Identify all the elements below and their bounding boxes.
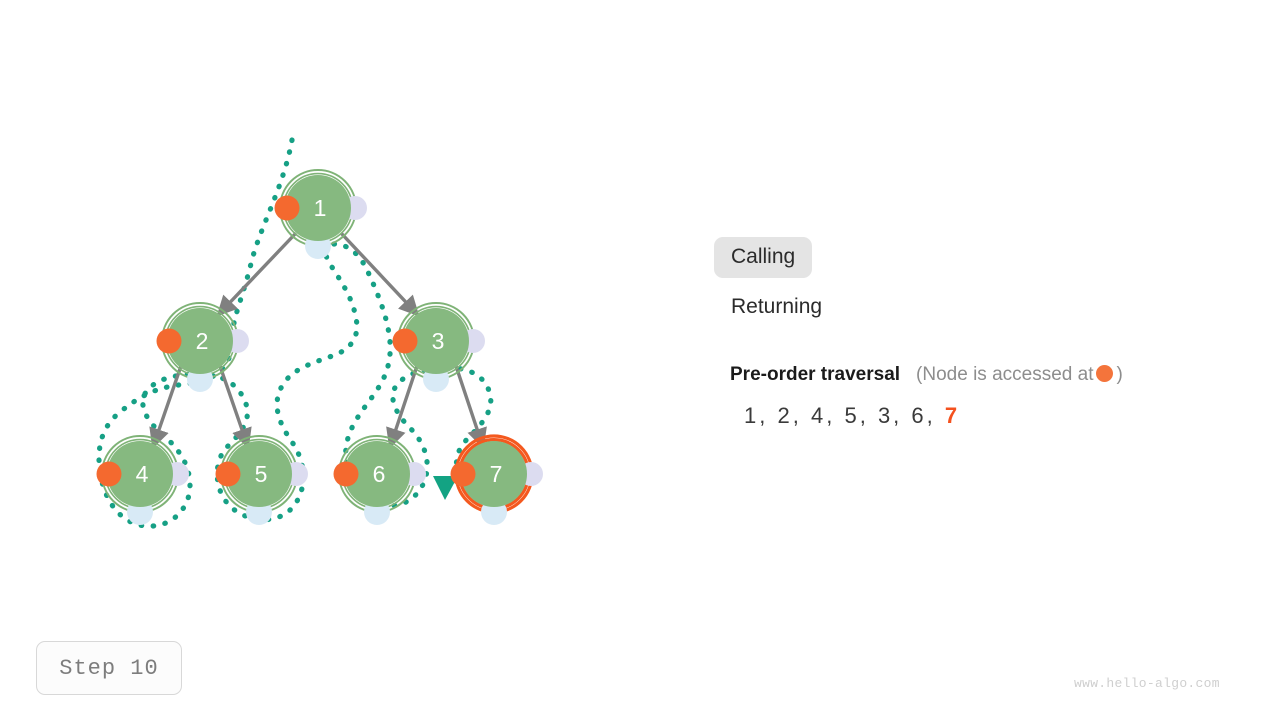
tree-node-2[interactable]: 2 bbox=[156, 302, 250, 392]
legend-row-returning: Returning bbox=[714, 282, 1274, 332]
legend-row-calling: Calling bbox=[714, 232, 1274, 282]
sequence-item: 6, bbox=[911, 403, 936, 428]
node-label: 5 bbox=[255, 461, 268, 487]
node-access-dot bbox=[215, 461, 241, 487]
legend-panel: Calling Returning bbox=[714, 232, 1274, 332]
node-body[interactable] bbox=[285, 175, 351, 241]
step-badge[interactable]: Step 10 bbox=[36, 641, 182, 695]
tree-node-6[interactable]: 6 bbox=[333, 435, 427, 525]
node-access-dot bbox=[392, 328, 418, 354]
node-body[interactable] bbox=[167, 308, 233, 374]
node-body[interactable] bbox=[461, 441, 527, 507]
edge-2-4 bbox=[149, 365, 183, 449]
node-label: 4 bbox=[136, 461, 149, 487]
traversal-info: Pre-order traversal (Node is accessed at… bbox=[730, 364, 1280, 429]
node-body[interactable] bbox=[403, 308, 469, 374]
edge-3-6 bbox=[386, 365, 419, 449]
node-body[interactable] bbox=[107, 441, 173, 507]
sequence-item-current: 7 bbox=[944, 403, 961, 428]
sequence-item: 4, bbox=[810, 403, 836, 428]
traversal-title: Pre-order traversal bbox=[730, 364, 901, 385]
traversal-note-prefix: (Node is accessed at bbox=[916, 364, 1094, 385]
node-body[interactable] bbox=[226, 441, 292, 507]
node-access-dot bbox=[156, 328, 182, 354]
node-label: 2 bbox=[196, 328, 209, 354]
node-access-dot bbox=[96, 461, 122, 487]
sequence-item: 5, bbox=[844, 403, 869, 428]
node-label: 6 bbox=[373, 461, 386, 487]
access-marker-icon bbox=[1096, 365, 1114, 382]
node-access-dot bbox=[333, 461, 359, 487]
tree-node-5[interactable]: 5 bbox=[215, 435, 309, 525]
sequence-item: 1, bbox=[744, 403, 769, 428]
site-watermark: www.hello-algo.com bbox=[1074, 676, 1220, 691]
tree-node-1[interactable]: 1 bbox=[274, 169, 368, 259]
traversal-note-suffix: ) bbox=[1116, 364, 1123, 385]
edge-3-7 bbox=[454, 365, 487, 449]
tree-node-4[interactable]: 4 bbox=[96, 435, 190, 525]
node-access-dot bbox=[274, 195, 300, 221]
edge-2-5 bbox=[218, 365, 252, 449]
recursion-trail bbox=[96, 137, 494, 529]
tree-node-3[interactable]: 3 bbox=[392, 302, 486, 392]
step-badge-label: Step 10 bbox=[59, 655, 159, 681]
sequence-item: 3, bbox=[877, 403, 903, 428]
current-node-pointer bbox=[433, 476, 458, 500]
edge-1-2 bbox=[216, 231, 298, 317]
calling-state-badge[interactable]: Calling bbox=[714, 236, 813, 278]
edge-1-3 bbox=[339, 231, 420, 317]
tree-nodes: 1 2 3 4 5 6 7 bbox=[96, 169, 544, 525]
node-access-dot bbox=[450, 461, 476, 487]
node-label: 3 bbox=[432, 328, 445, 354]
returning-state-label[interactable]: Returning bbox=[731, 294, 823, 318]
sequence-item: 2, bbox=[777, 403, 802, 428]
traversal-sequence: 1, 2, 4, 5, 3, 6, 7 bbox=[744, 403, 1280, 429]
tree-edges bbox=[149, 231, 487, 449]
node-body[interactable] bbox=[344, 441, 410, 507]
binary-tree-graphic: 1 2 3 4 5 6 7 bbox=[96, 137, 544, 529]
traversal-title-row: Pre-order traversal (Node is accessed at… bbox=[730, 364, 1280, 386]
tree-node-7[interactable]: 7 bbox=[450, 434, 544, 525]
node-label: 7 bbox=[490, 461, 503, 487]
traversal-note: (Node is accessed at) bbox=[916, 364, 1123, 386]
node-label: 1 bbox=[314, 195, 327, 221]
